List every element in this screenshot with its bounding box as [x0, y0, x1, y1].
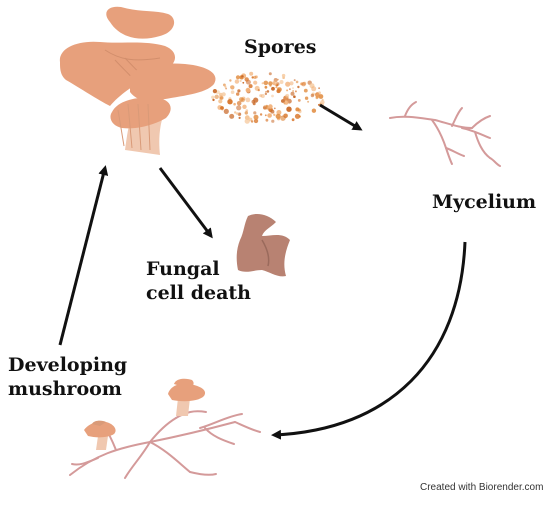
developing-mushroom-icon	[69, 378, 261, 479]
arrow-developing-to-mature	[58, 165, 109, 346]
label-mycelium: Mycelium	[432, 191, 537, 213]
dead-fungal-cell-icon	[236, 214, 290, 277]
label-fungal-cell-death: Fungal cell death	[146, 257, 251, 305]
credit-text: Created with Biorender.com	[420, 482, 544, 493]
spores-icon	[211, 71, 325, 124]
arrow-spores-to-mycelium	[319, 103, 363, 131]
arrow-mushroom-to-cell-death	[158, 167, 213, 239]
label-spores: Spores	[244, 36, 317, 58]
mature-mushroom-icon	[59, 6, 216, 155]
mycelium-icon	[389, 101, 501, 167]
label-developing-mushroom: Developing mushroom	[8, 353, 127, 401]
label-developing-mushroom-line1: Developing	[8, 354, 128, 376]
label-fungal-cell-death-line1: Fungal	[146, 258, 220, 280]
label-fungal-cell-death-line2: cell death	[146, 282, 251, 304]
arrow-mycelium-to-developing	[271, 241, 467, 440]
label-developing-mushroom-line2: mushroom	[8, 378, 122, 400]
arrows	[58, 103, 467, 440]
